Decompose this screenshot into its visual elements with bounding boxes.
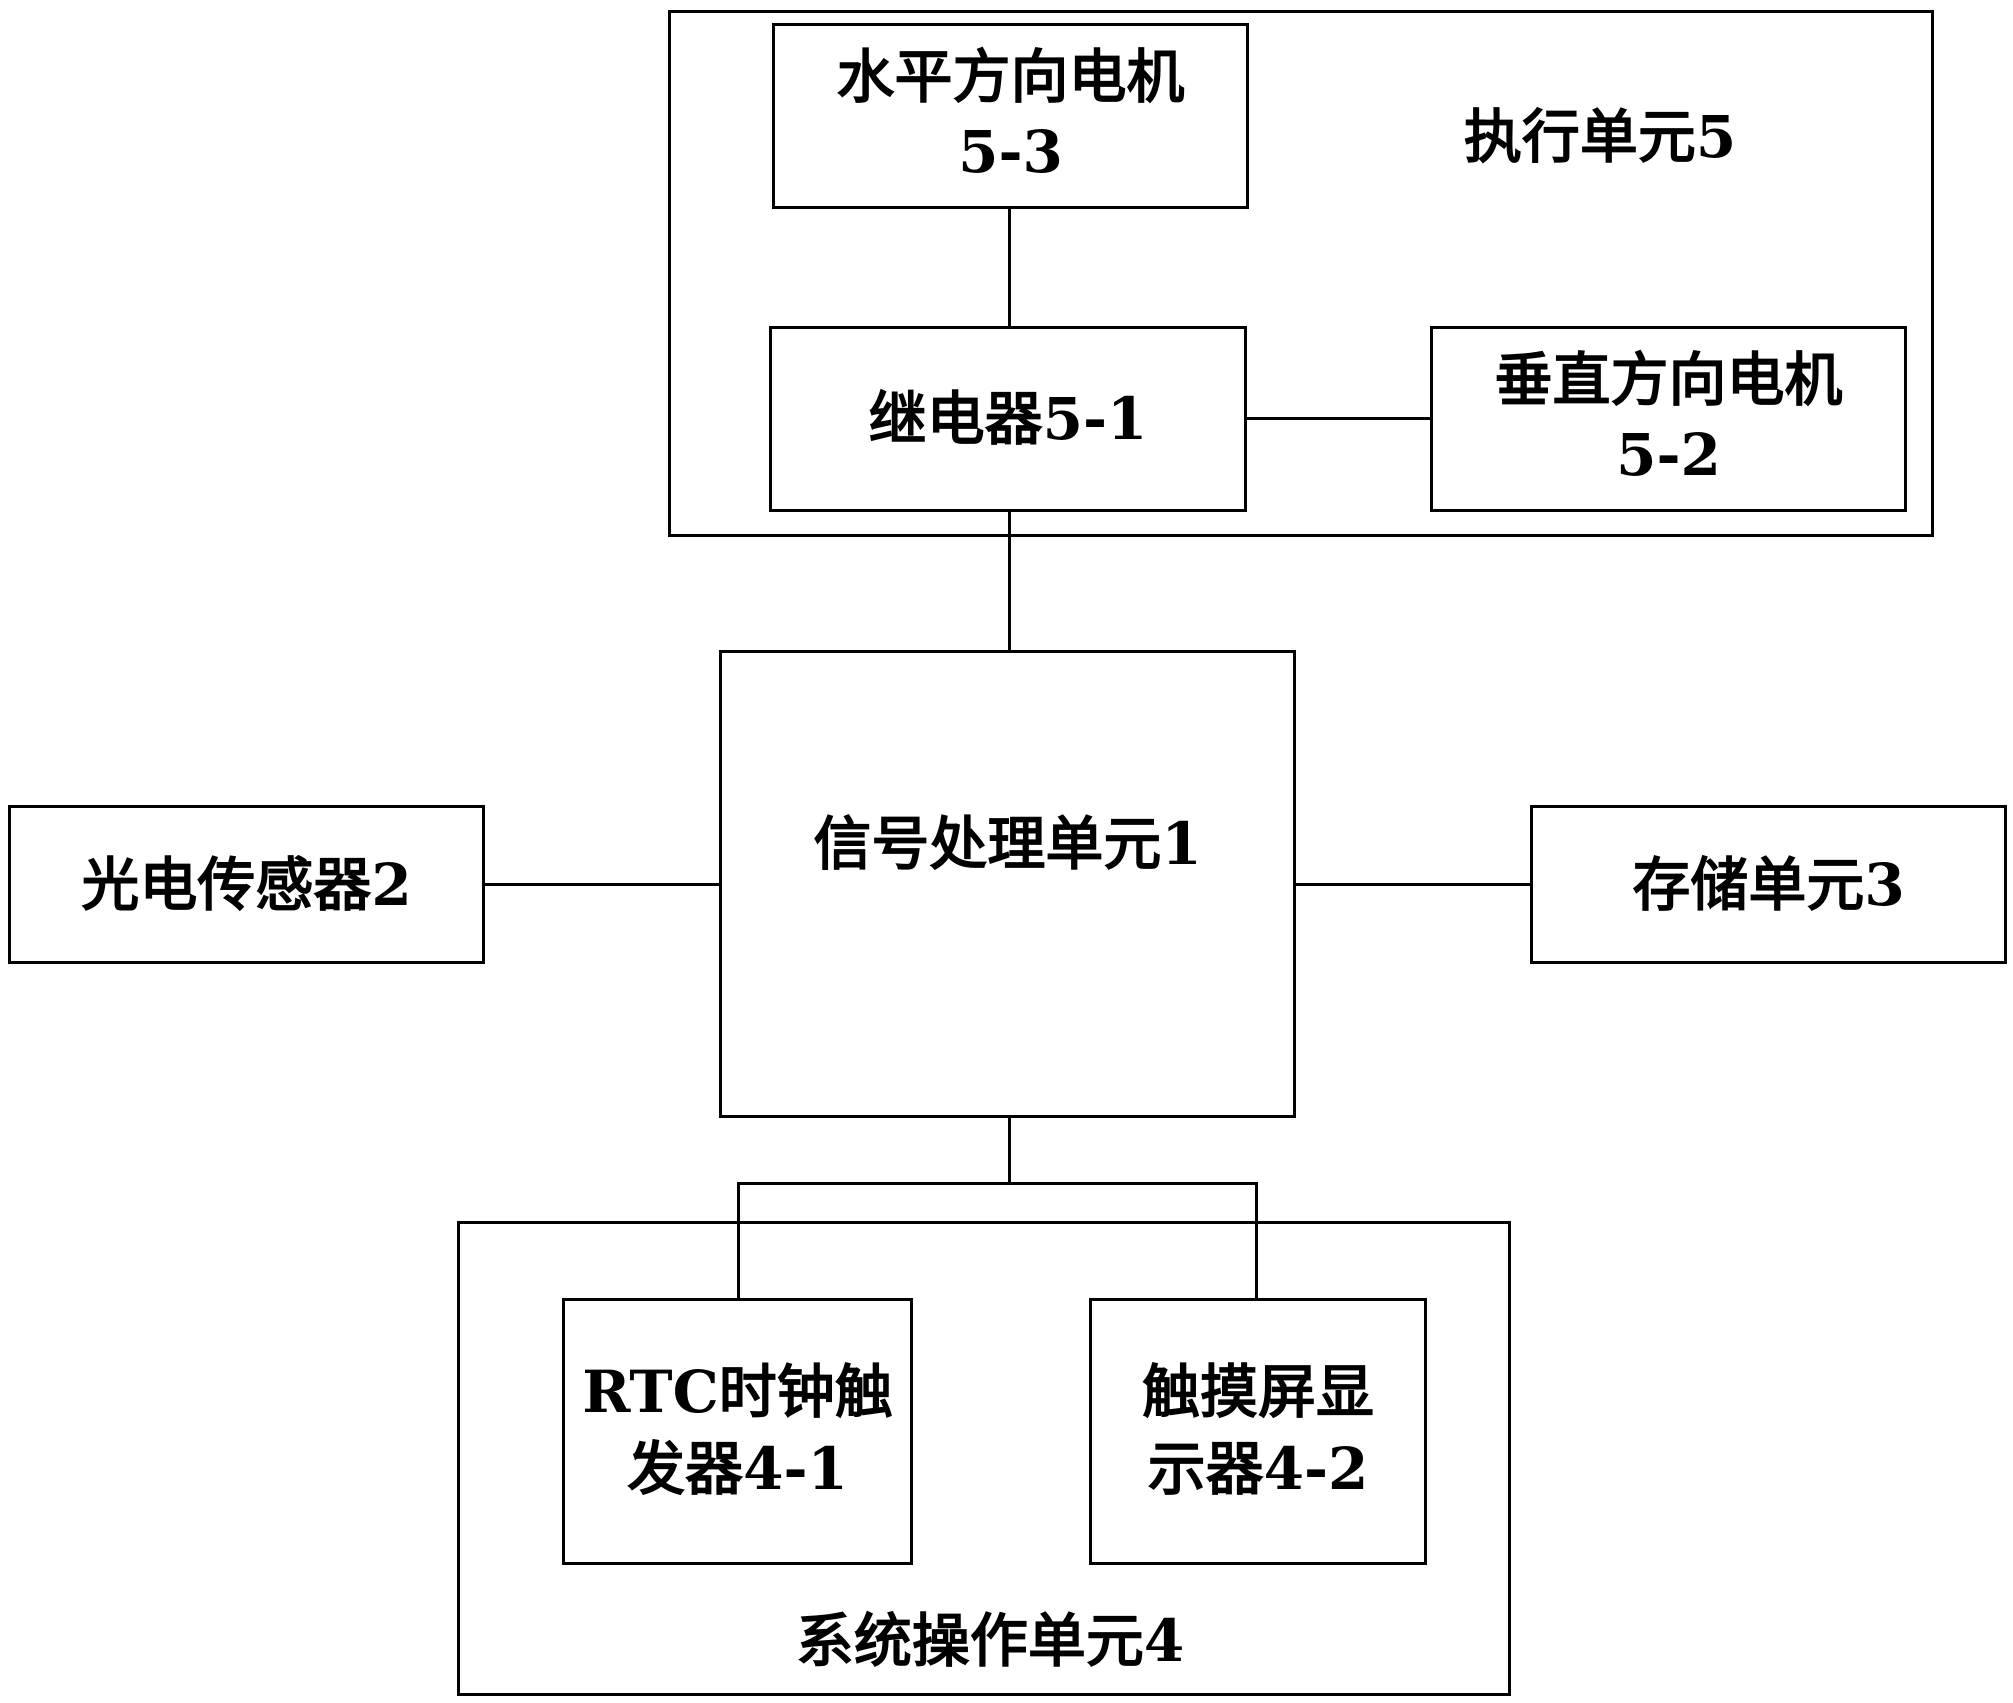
relay-box <box>769 326 1247 512</box>
connector-photo-sensor-signal-processing <box>485 883 719 886</box>
connector-signal-processing-storage <box>1296 883 1530 886</box>
touch-display-label-line2: 示器4-2 <box>1147 1435 1369 1503</box>
vertical-motor-box <box>1430 326 1907 512</box>
connector-relay-signal-processing <box>1008 512 1011 650</box>
signal-processing-label: 信号处理单元1 <box>813 810 1202 878</box>
touch-display-label-line1: 触摸屏显 <box>1141 1358 1374 1426</box>
photo-sensor-box <box>8 805 485 964</box>
vertical-motor-label-line2: 5-2 <box>1616 421 1721 489</box>
touch-display-box <box>1089 1298 1427 1565</box>
signal-processing-box <box>719 650 1296 1118</box>
execution-unit-title: 执行单元5 <box>1463 103 1737 171</box>
rtc-trigger-label-line1: RTC时钟触 <box>582 1358 893 1426</box>
connector-branch-rtc <box>737 1182 740 1298</box>
horizontal-motor-box <box>772 23 1249 209</box>
execution-unit-group <box>668 10 1934 537</box>
photo-sensor-label: 光电传感器2 <box>81 851 412 919</box>
relay-label: 继电器5-1 <box>868 385 1148 453</box>
rtc-trigger-box <box>562 1298 913 1565</box>
storage-unit-box <box>1530 805 2007 964</box>
connector-relay-vertical-motor <box>1247 417 1430 420</box>
connector-branch-bar <box>737 1182 1258 1185</box>
connector-branch-touch-display <box>1255 1182 1258 1298</box>
horizontal-motor-label-line1: 水平方向电机 <box>836 43 1185 111</box>
connector-signal-processing-trunk <box>1008 1118 1011 1184</box>
storage-unit-label: 存储单元3 <box>1632 851 1905 919</box>
system-operation-unit-title: 系统操作单元4 <box>795 1607 1185 1675</box>
connector-horizontal-motor-relay <box>1008 209 1011 326</box>
vertical-motor-label-line1: 垂直方向电机 <box>1494 346 1843 414</box>
system-operation-unit-group <box>457 1221 1511 1696</box>
rtc-trigger-label-line2: 发器4-1 <box>627 1435 848 1503</box>
horizontal-motor-label-line2: 5-3 <box>958 118 1063 186</box>
